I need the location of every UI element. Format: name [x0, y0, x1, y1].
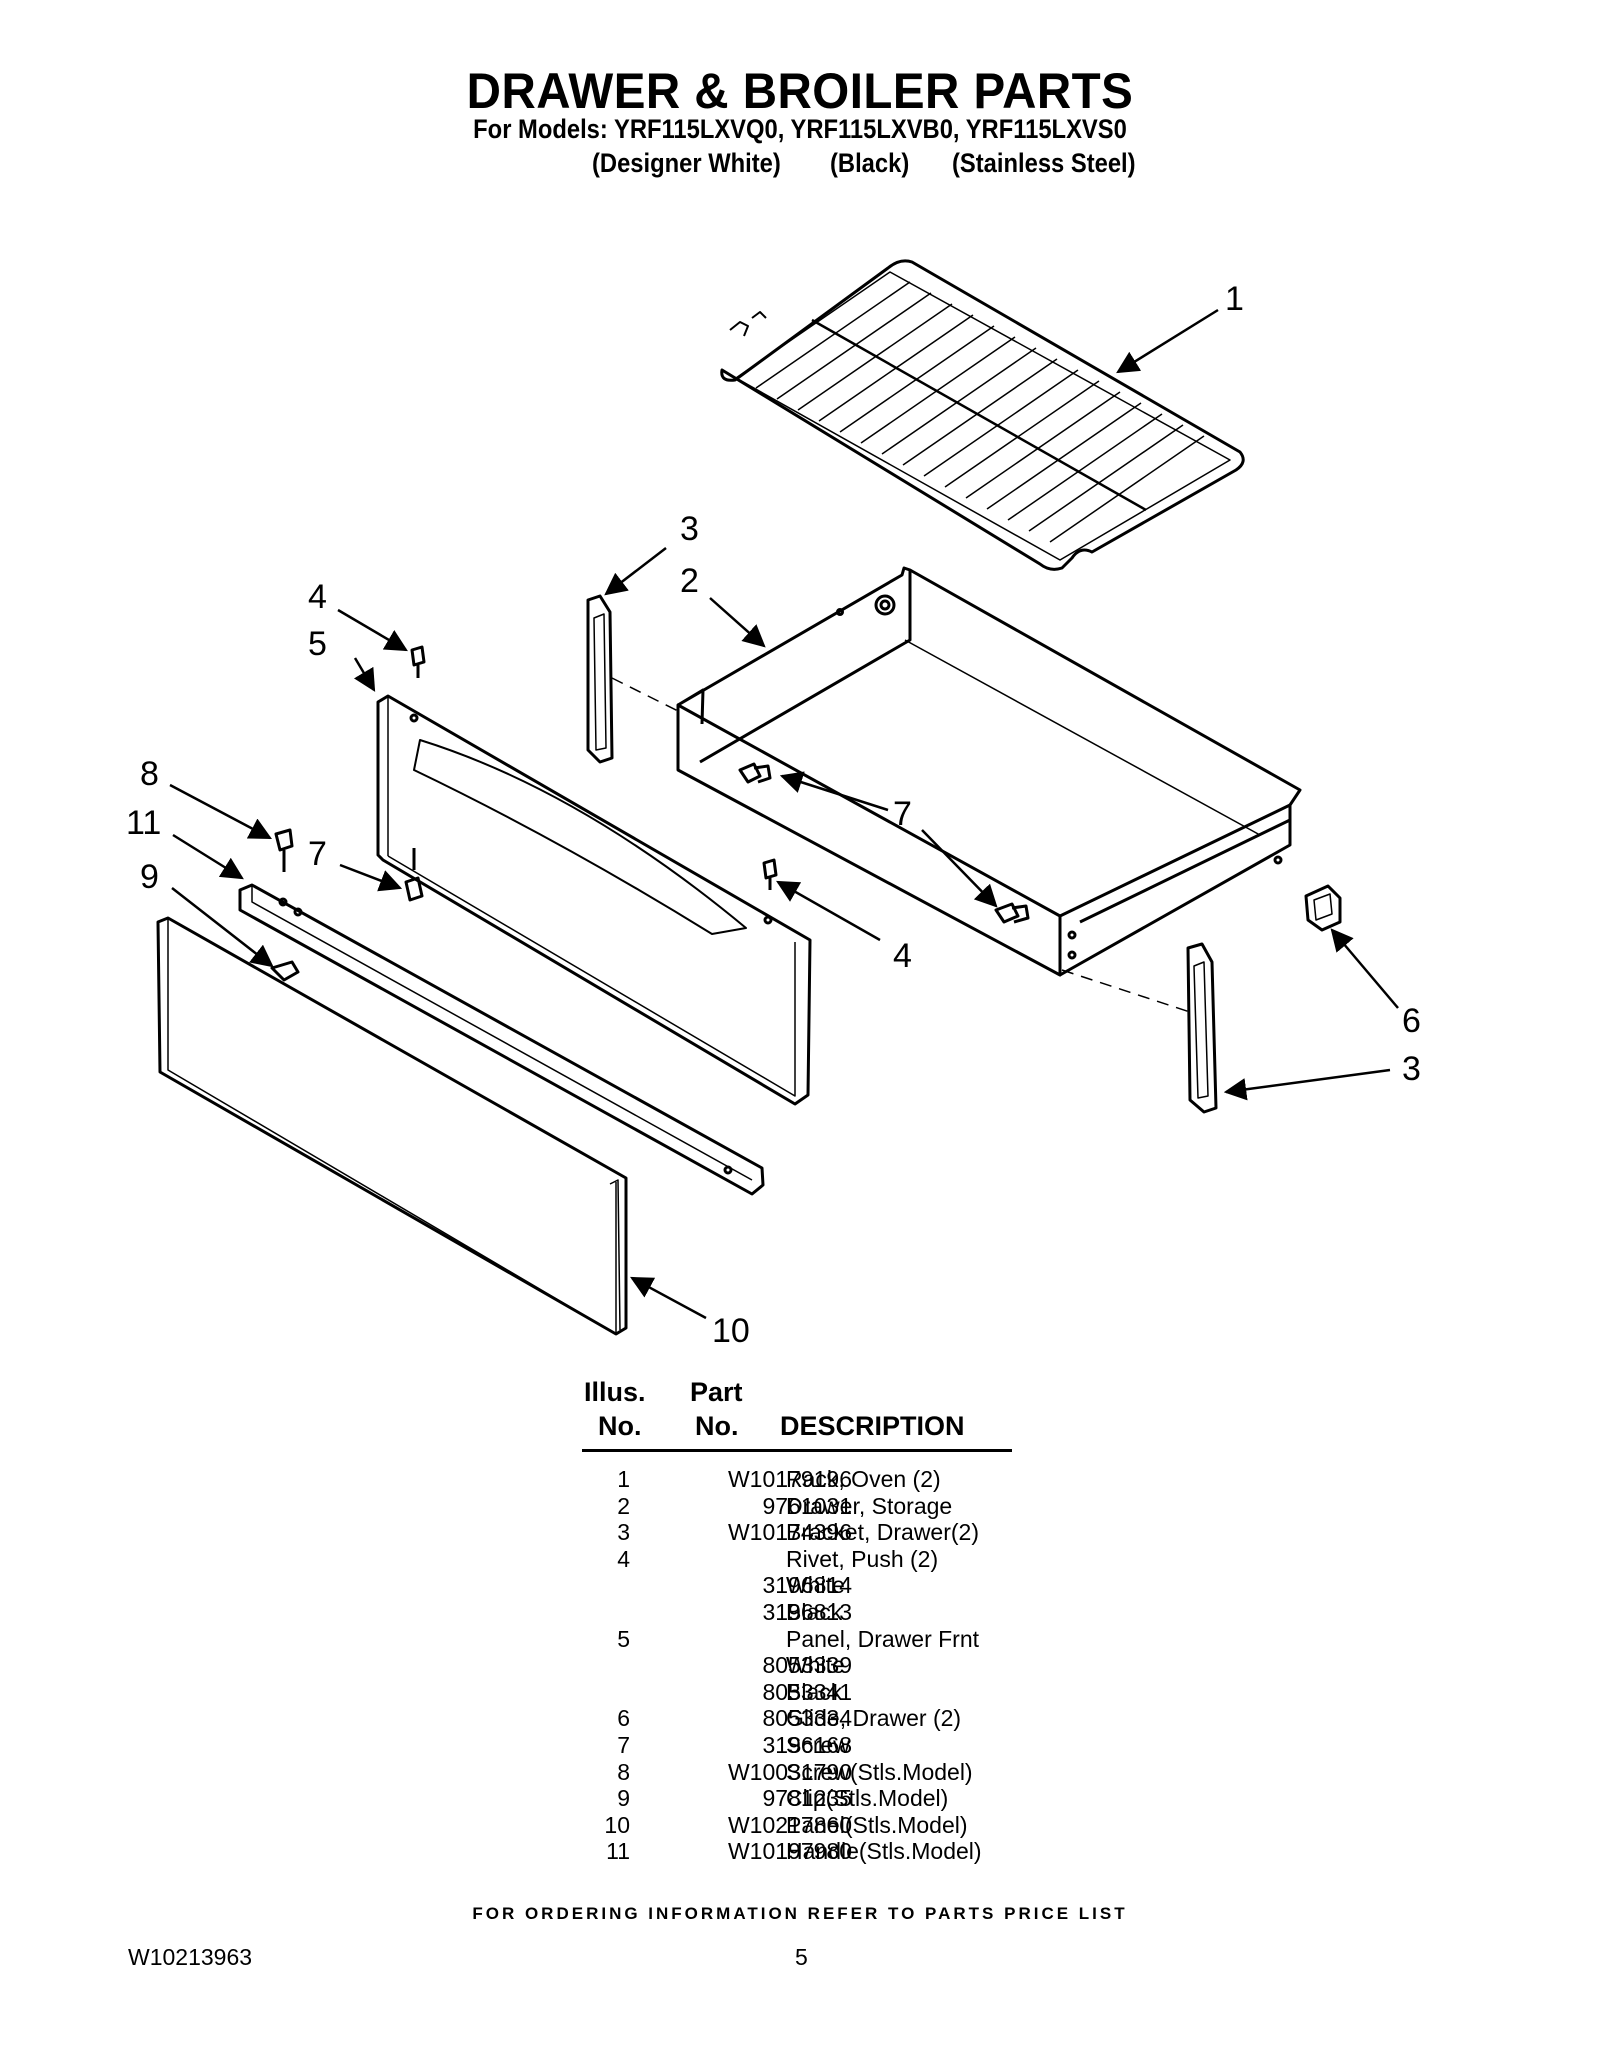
callout-6: 6 — [1402, 1002, 1421, 1040]
illus-number: 5 — [617, 1625, 630, 1652]
part-description: Rack, Oven (2) — [786, 1466, 941, 1492]
clip-part — [270, 960, 300, 982]
part-description: Panel(Stls.Model) — [786, 1811, 968, 1838]
part-description: Black — [786, 1598, 843, 1625]
drawer-bracket-right-part — [1061, 942, 1218, 1114]
push-rivet-top-part — [410, 645, 426, 678]
callout-4-top: 4 — [308, 578, 327, 616]
variant-designer-white: (Designer White) — [592, 148, 781, 178]
part-number: 9781235 — [762, 1785, 852, 1812]
variant-black: (Black) — [830, 148, 910, 178]
handle-part — [238, 883, 765, 1196]
part-description: White — [786, 1572, 845, 1599]
illus-number: 1 — [617, 1466, 630, 1492]
part-description: Panel, Drawer Frnt — [786, 1625, 980, 1652]
part-description: Bracket, Drawer(2) — [786, 1519, 979, 1546]
part-number: 3196168 — [762, 1731, 852, 1758]
part-description: Screw(Stls.Model) — [786, 1758, 973, 1785]
ordering-note: FOR ORDERING INFORMATION REFER TO PARTS … — [472, 1904, 1128, 1923]
part-description: Drawer, Storage — [786, 1492, 953, 1519]
part-description: Clip(Stls.Model) — [786, 1785, 949, 1812]
part-number: 3196814 — [762, 1572, 852, 1599]
part-number: W10031790 — [727, 1758, 852, 1785]
page-title: DRAWER & BROILER PARTS — [466, 63, 1134, 119]
callout-3-top: 3 — [680, 510, 699, 548]
illus-number: 6 — [617, 1705, 630, 1732]
callout-3-bottom: 3 — [1402, 1050, 1421, 1088]
callout-10: 10 — [712, 1312, 750, 1350]
document-number: W10213963 — [128, 1944, 253, 1970]
illus-number: 4 — [617, 1545, 630, 1572]
table-header-rule — [582, 1449, 1012, 1452]
callout-9: 9 — [140, 858, 159, 896]
part-number: 8053341 — [762, 1678, 852, 1705]
callout-1: 1 — [1225, 280, 1244, 318]
part-description: Handle(Stls.Model) — [786, 1838, 982, 1865]
drawer-glide-part — [1304, 884, 1342, 932]
callout-labels: 1 3 2 4 5 8 11 7 9 7 4 6 3 10 — [126, 280, 1421, 1350]
stainless-panel-part — [156, 916, 628, 1336]
callout-7-right: 7 — [893, 795, 912, 833]
part-description: Rivet, Push (2) — [786, 1545, 939, 1572]
part-number: 8053339 — [762, 1652, 852, 1679]
part-number: W10217860 — [727, 1811, 852, 1838]
illus-number: 10 — [604, 1811, 630, 1838]
part-description: Black — [786, 1678, 843, 1705]
push-rivet-right-part — [762, 858, 778, 890]
header-illus-line2: No. — [598, 1411, 642, 1441]
part-number: 8053334 — [762, 1705, 852, 1732]
screw-panel-part — [404, 848, 424, 902]
illus-number: 9 — [617, 1785, 630, 1812]
leader-lines — [169, 308, 1399, 1320]
illus-number: 2 — [617, 1492, 630, 1519]
part-number: W10197980 — [727, 1838, 852, 1865]
callout-11: 11 — [126, 804, 161, 842]
callout-2: 2 — [680, 562, 699, 600]
drawer-bracket-left-part — [586, 594, 681, 764]
oven-rack-part — [720, 259, 1245, 571]
header-description: DESCRIPTION — [780, 1411, 965, 1441]
header-illus-line1: Illus. — [584, 1377, 646, 1407]
part-number: W10179196 — [727, 1466, 852, 1492]
drawer-front-panel-part — [376, 694, 812, 1106]
part-number: 9761031 — [762, 1492, 852, 1519]
exploded-parts-diagram: 1 3 2 4 5 8 11 7 9 7 4 6 3 10 — [126, 259, 1421, 1350]
illus-number: 7 — [617, 1731, 630, 1758]
callout-8: 8 — [140, 755, 159, 793]
part-description: Glide, Drawer (2) — [786, 1705, 962, 1732]
illus-number: 3 — [617, 1519, 630, 1546]
callout-7-left: 7 — [308, 835, 327, 873]
part-number: 3196813 — [762, 1598, 852, 1625]
part-description: Screw — [786, 1731, 850, 1758]
part-description: White — [786, 1652, 845, 1679]
screw-drawer-part — [738, 762, 772, 784]
header-part-line2: No. — [695, 1411, 739, 1441]
variant-stainless-steel: (Stainless Steel) — [952, 148, 1136, 178]
callout-4-right: 4 — [893, 937, 912, 975]
callout-5: 5 — [308, 625, 327, 663]
screw-drawer-right-part — [994, 902, 1030, 924]
page-number: 5 — [795, 1944, 808, 1970]
illus-number: 11 — [606, 1838, 630, 1865]
storage-drawer-part — [676, 566, 1302, 977]
part-number: W10174396 — [727, 1519, 852, 1546]
models-line: For Models: YRF115LXVQ0, YRF115LXVB0, YR… — [473, 114, 1127, 144]
header-part-line1: Part — [690, 1377, 743, 1407]
screw-stainless-part — [274, 828, 294, 872]
illus-number: 8 — [617, 1758, 630, 1785]
